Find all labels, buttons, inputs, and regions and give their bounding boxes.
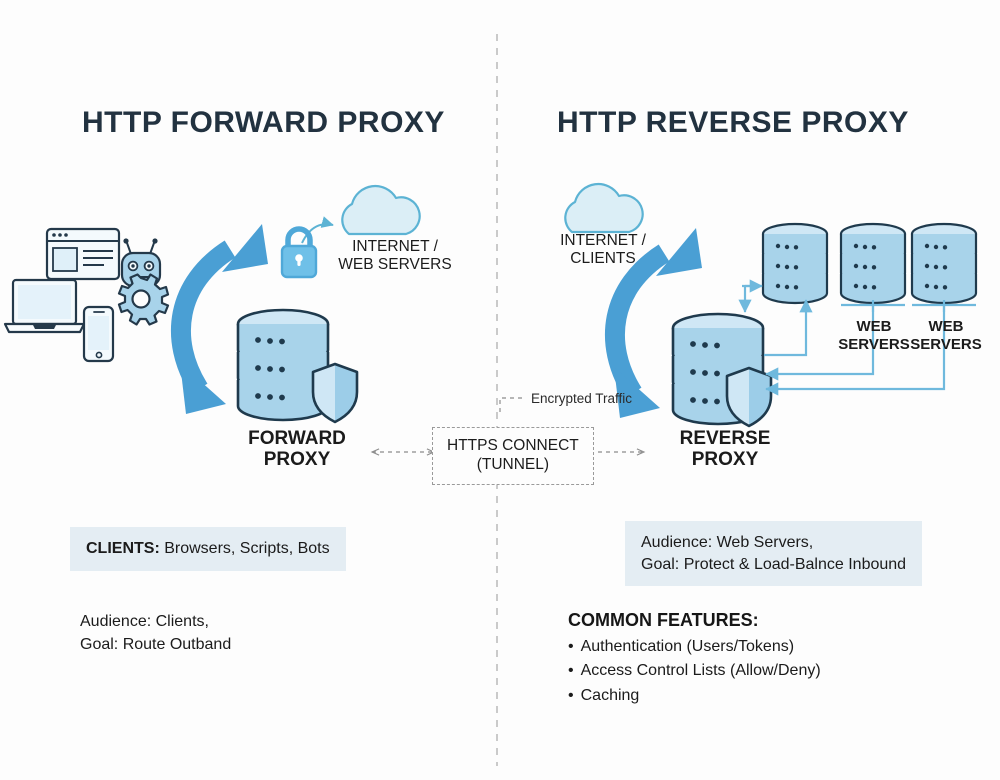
right-cloud-label: INTERNET / CLIENTS [538, 232, 668, 269]
reverse-proxy-label-line1: REVERSE [679, 428, 771, 449]
reverse-audience-line2: Goal: Protect & Load-Balnce Inbound [641, 555, 907, 573]
left-cloud-label-line2: WEB SERVERS [338, 256, 452, 274]
feature-item: Caching [568, 684, 821, 708]
left-note-line1: Audience: Clients, [80, 613, 209, 630]
tunnel-line2: (TUNNEL) [476, 455, 550, 473]
reverse-proxy-label: REVERSE PROXY [650, 428, 800, 471]
gear-icon [117, 273, 170, 326]
cloud-icon-left [341, 184, 421, 236]
forward-flow-arrow [171, 224, 268, 414]
server-stack-icon-3 [910, 222, 978, 305]
client-devices-group [3, 227, 170, 363]
clients-chip-rest: Browsers, Scripts, Bots [159, 540, 330, 557]
left-note-line2: Goal: Route Outband [80, 636, 232, 654]
left-panel-title: HTTP FORWARD PROXY [82, 106, 445, 139]
web-servers-label-2-line1: WEB [928, 318, 964, 335]
web-servers-label-1-line1: WEB [856, 318, 892, 335]
left-cloud-label-line1: INTERNET / [352, 238, 438, 255]
forward-proxy-label-line1: FORWARD [248, 428, 346, 449]
common-features-list: Authentication (Users/Tokens) Access Con… [568, 635, 821, 708]
right-cloud-label-line1: INTERNET / [560, 232, 646, 249]
tunnel-line1: HTTPS CONNECT [447, 437, 579, 454]
encrypted-traffic-label: Encrypted Traffic [531, 391, 633, 406]
web-servers-label-2: WEB SERVERS [900, 318, 992, 353]
reverse-audience-chip: Audience: Web Servers, Goal: Protect & L… [625, 521, 923, 587]
right-panel-title: HTTP REVERSE PROXY [557, 106, 909, 139]
shield-icon-reverse [725, 366, 773, 428]
reverse-proxy-label-line2: PROXY [691, 449, 759, 471]
common-features-heading: COMMON FEATURES: [568, 610, 759, 630]
browser-window-icon [45, 227, 121, 281]
loadbalance-connectors [738, 279, 976, 396]
common-features-block: COMMON FEATURES: Authentication (Users/T… [568, 610, 821, 708]
clients-chip-strong: CLIENTS: [86, 540, 160, 557]
forward-proxy-label-line2: PROXY [263, 449, 331, 471]
reverse-flow-arrow [605, 228, 702, 418]
lock-to-cloud-arrow [301, 216, 334, 244]
laptop-icon [3, 278, 86, 334]
cloud-icon-right [564, 182, 644, 234]
feature-item: Access Control Lists (Allow/Deny) [568, 659, 821, 683]
shield-icon-forward [311, 362, 359, 424]
forward-proxy-label: FORWARD PROXY [222, 428, 372, 471]
feature-item: Authentication (Users/Tokens) [568, 635, 821, 659]
reverse-audience-line1: Audience: Web Servers, [641, 534, 814, 551]
padlock-icon [280, 226, 318, 279]
left-cloud-label: INTERNET / WEB SERVERS [330, 238, 460, 275]
left-note: Audience: Clients, Goal: Route Outband [80, 610, 231, 656]
web-servers-label-1: WEB SERVERS [828, 318, 920, 353]
smartphone-icon [82, 305, 115, 363]
server-stack-icon-1 [761, 222, 829, 305]
web-servers-label-1-line2: SERVERS [838, 335, 910, 353]
right-cloud-label-line2: CLIENTS [570, 250, 636, 268]
database-icon-forward [236, 308, 330, 422]
web-servers-label-2-line2: SERVERS [910, 335, 982, 353]
clients-chip: CLIENTS: Browsers, Scripts, Bots [70, 527, 346, 571]
server-stack-icon-2 [839, 222, 907, 305]
https-connect-tunnel-box: HTTPS CONNECT (TUNNEL) [432, 427, 594, 486]
